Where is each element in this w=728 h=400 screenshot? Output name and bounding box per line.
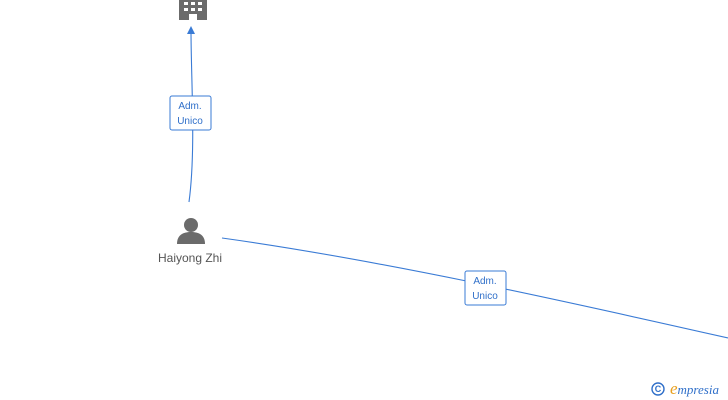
edge-label-line2: Unico bbox=[177, 116, 203, 127]
person-node[interactable]: Haiyong Zhi bbox=[158, 218, 222, 265]
person-name-label: Haiyong Zhi bbox=[158, 251, 222, 265]
svg-text:C: C bbox=[655, 384, 662, 394]
brand-logo-text: empresia bbox=[670, 379, 719, 398]
building-icon bbox=[179, 0, 207, 20]
person-icon bbox=[177, 218, 205, 244]
edge-label-offscreen: Adm. Unico bbox=[464, 270, 507, 306]
edge-label-line1: Adm. bbox=[178, 101, 201, 112]
company-node[interactable] bbox=[179, 0, 207, 20]
edge-label-line2: Unico bbox=[472, 291, 498, 302]
arrowhead-icon bbox=[187, 26, 195, 34]
copyright-icon: C bbox=[651, 382, 665, 396]
edge-label-company: Adm. Unico bbox=[169, 95, 212, 131]
edge-label-line1: Adm. bbox=[473, 276, 496, 287]
empresia-watermark: C empresia bbox=[651, 379, 719, 398]
